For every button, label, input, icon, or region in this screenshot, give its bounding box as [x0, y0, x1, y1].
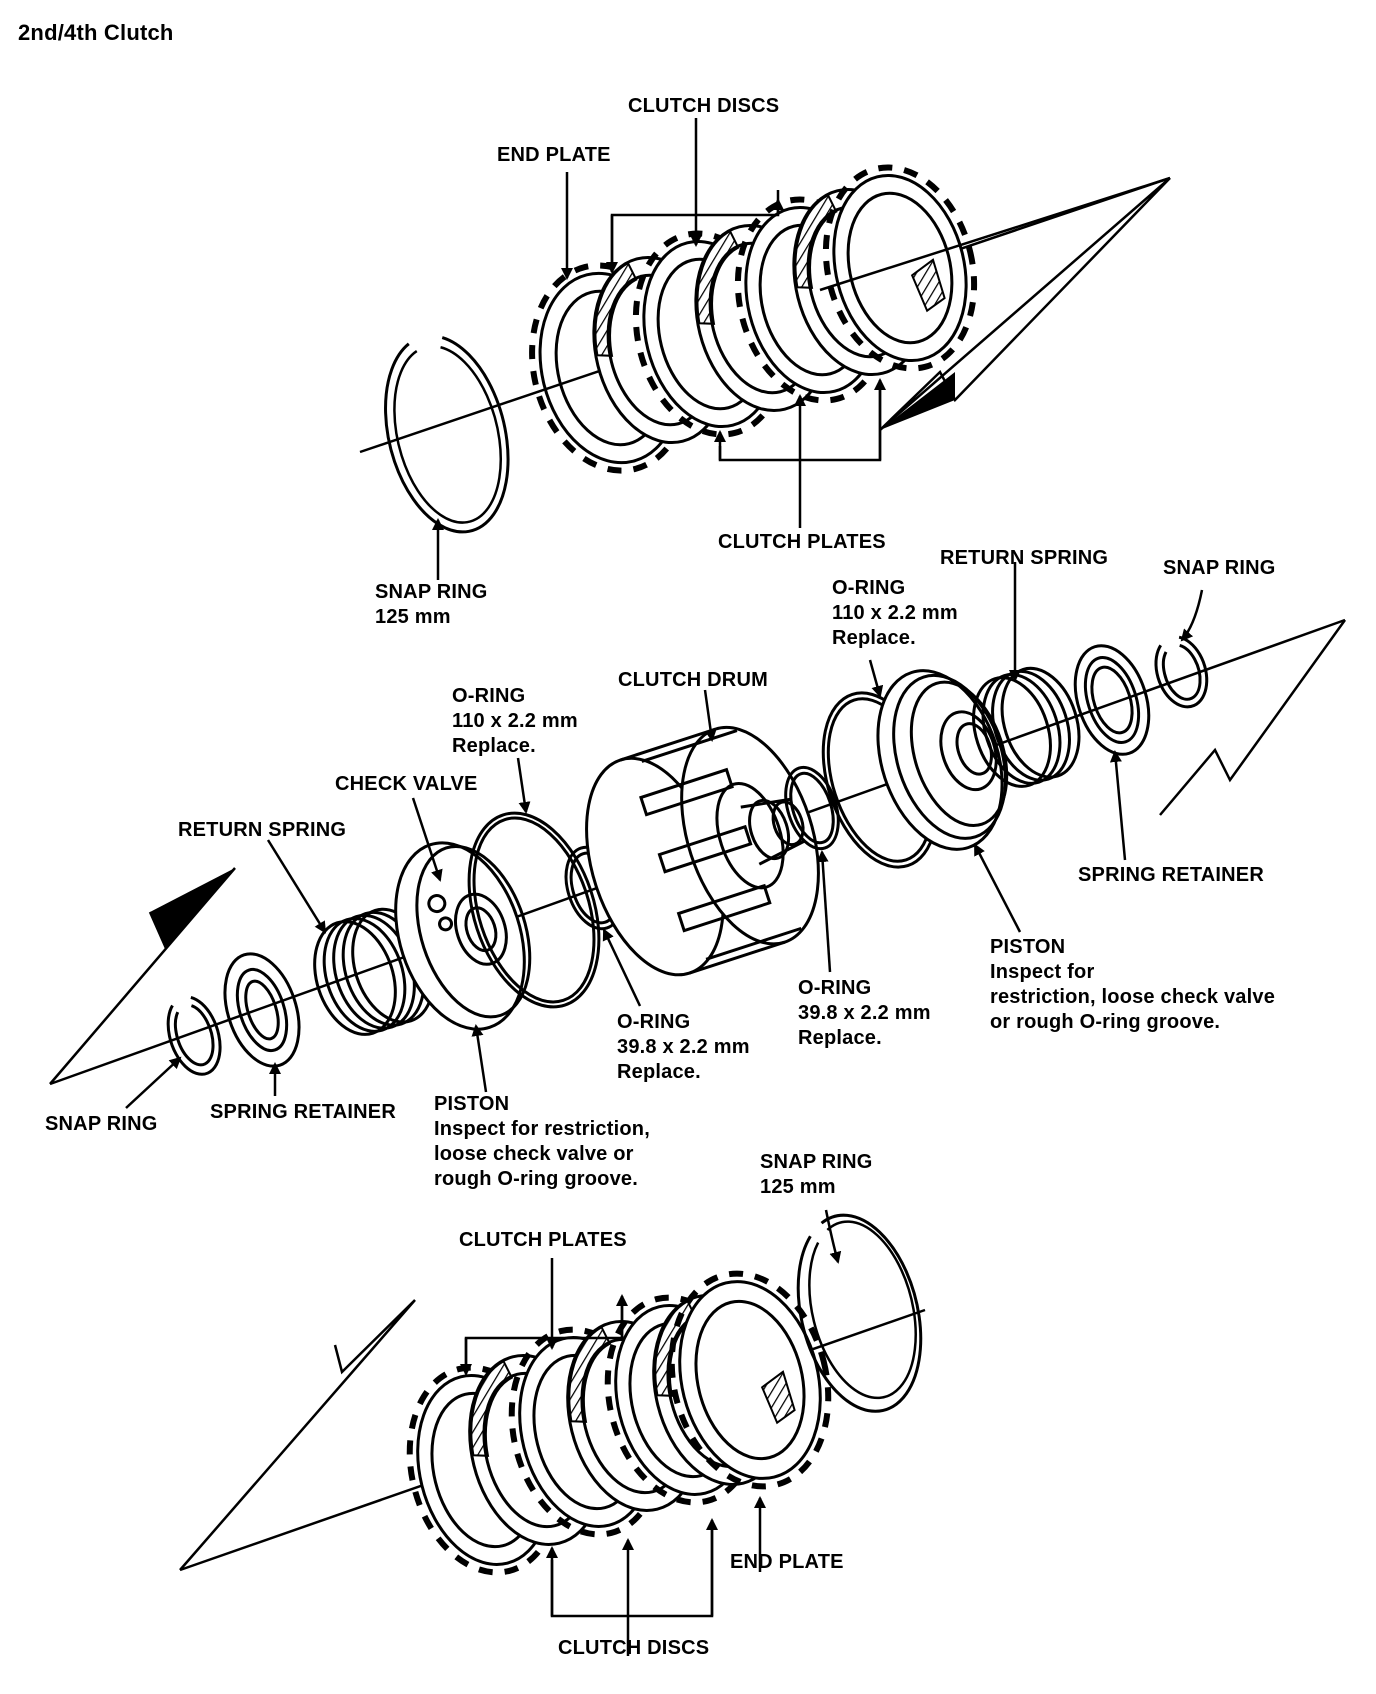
left-piston-leader	[471, 1024, 488, 1093]
label-left-oring-size: 110 x 2.2 mm	[452, 710, 578, 732]
label-right-piston-title: PISTON	[990, 936, 1066, 958]
label-top-snap-ring: SNAP RING 125 mm	[375, 580, 488, 630]
page-title: 2nd/4th Clutch	[18, 20, 174, 45]
bottom-snap-ring-leader	[824, 1209, 842, 1264]
bottom-discs-bracket	[550, 1530, 714, 1618]
bottom-clutch-pack	[179, 1213, 926, 1576]
check-valve-leader	[411, 797, 443, 882]
label-right-oring-title: O-RING	[832, 577, 906, 599]
label-right-spring-retainer: SPRING RETAINER	[1078, 864, 1264, 886]
bottom-direction-arrow	[179, 1299, 416, 1571]
label-left-oring-small-size: 39.8 x 2.2 mm	[617, 1036, 750, 1058]
bottom-end-plate	[668, 1270, 832, 1490]
top-plate-3	[822, 164, 978, 372]
left-large-oring	[467, 811, 601, 1009]
label-center-oring-small: O-RING 39.8 x 2.2 mm Replace.	[798, 976, 931, 1051]
label-top-end-plate: END PLATE	[497, 144, 611, 166]
right-piston-leader	[973, 843, 1022, 933]
label-right-piston-note-3: or rough O-ring groove.	[990, 1011, 1221, 1033]
left-piston	[394, 841, 532, 1031]
label-center-oring-small-size: 39.8 x 2.2 mm	[798, 1002, 931, 1024]
label-right-oring-size: 110 x 2.2 mm	[832, 602, 958, 624]
label-clutch-drum: CLUTCH DRUM	[618, 669, 768, 691]
label-bottom-snap-ring-title: SNAP RING	[760, 1151, 873, 1173]
right-spring-retainer-leader	[1109, 750, 1127, 861]
label-right-piston-note-1: Inspect for	[990, 961, 1095, 983]
right-direction-arrow	[1159, 619, 1347, 816]
right-return-spring	[972, 666, 1081, 788]
label-right-piston-note-2: restriction, loose check valve	[990, 986, 1276, 1008]
label-right-oring-note: Replace.	[832, 627, 916, 649]
center-oring-leader	[816, 850, 832, 973]
left-snap-ring	[166, 995, 222, 1076]
label-left-piston-title: PISTON	[434, 1093, 510, 1115]
left-return-spring	[313, 907, 435, 1036]
right-snap-ring-leader	[1180, 589, 1204, 642]
left-oring-leader	[516, 757, 531, 814]
left-spring-retainer	[223, 952, 301, 1068]
middle-leaders	[125, 562, 1204, 1109]
label-bottom-snap-ring-size: 125 mm	[760, 1176, 836, 1198]
label-top-clutch-discs: CLUTCH DISCS	[628, 95, 780, 117]
middle-assembly	[49, 618, 1347, 1086]
label-top-snap-ring-title: SNAP RING	[375, 581, 488, 603]
top-axis-front	[819, 176, 1171, 292]
label-right-piston: PISTON Inspect for restriction, loose ch…	[990, 935, 1275, 1035]
label-left-oring-title: O-RING	[452, 685, 526, 707]
right-oring-leader	[868, 659, 884, 698]
label-center-oring-small-note: Replace.	[798, 1027, 882, 1049]
clutch-drum-leader	[703, 689, 717, 742]
label-right-snap-ring: SNAP RING	[1163, 557, 1276, 579]
label-left-oring-small: O-RING 39.8 x 2.2 mm Replace.	[617, 1010, 750, 1085]
label-bottom-clutch-discs: CLUTCH DISCS	[558, 1637, 710, 1659]
left-oring-small-leader	[602, 928, 642, 1007]
right-piston	[876, 669, 1009, 851]
top-snap-ring	[384, 336, 510, 534]
label-top-clutch-plates: CLUTCH PLATES	[718, 531, 886, 553]
label-bottom-snap-ring: SNAP RING 125 mm	[760, 1150, 873, 1200]
label-bottom-clutch-plates: CLUTCH PLATES	[459, 1229, 627, 1251]
top-leaders	[432, 118, 886, 580]
label-right-return-spring: RETURN SPRING	[940, 547, 1109, 569]
bottom-leaders	[460, 1209, 842, 1656]
right-snap-ring	[1154, 635, 1209, 709]
label-right-oring: O-RING 110 x 2.2 mm Replace.	[832, 576, 958, 651]
label-left-oring-small-title: O-RING	[617, 1011, 691, 1033]
label-left-spring-retainer: SPRING RETAINER	[210, 1101, 396, 1123]
label-left-piston-note-1: Inspect for restriction,	[434, 1118, 650, 1140]
left-return-spring-leader	[266, 839, 327, 934]
label-bottom-end-plate: END PLATE	[730, 1551, 844, 1573]
label-center-oring-small-title: O-RING	[798, 977, 872, 999]
label-left-oring: O-RING 110 x 2.2 mm Replace.	[452, 684, 578, 759]
label-top-snap-ring-size: 125 mm	[375, 606, 451, 628]
label-left-snap-ring: SNAP RING	[45, 1113, 158, 1135]
label-left-piston: PISTON Inspect for restriction, loose ch…	[434, 1092, 650, 1192]
top-clutch-pack	[359, 164, 1171, 534]
label-left-oring-note: Replace.	[452, 735, 536, 757]
label-left-oring-small-note: Replace.	[617, 1061, 701, 1083]
bottom-snap-ring	[796, 1213, 923, 1413]
label-left-return-spring: RETURN SPRING	[178, 819, 347, 841]
right-spring-retainer	[1073, 644, 1151, 756]
label-left-piston-note-3: rough O-ring groove.	[434, 1168, 638, 1190]
left-snap-ring-leader	[125, 1056, 182, 1109]
clutch-drum	[585, 725, 820, 977]
label-left-piston-note-2: loose check valve or	[434, 1143, 634, 1165]
right-small-oring	[784, 765, 840, 851]
top-direction-arrow	[879, 177, 1171, 431]
label-check-valve: CHECK VALVE	[335, 773, 478, 795]
